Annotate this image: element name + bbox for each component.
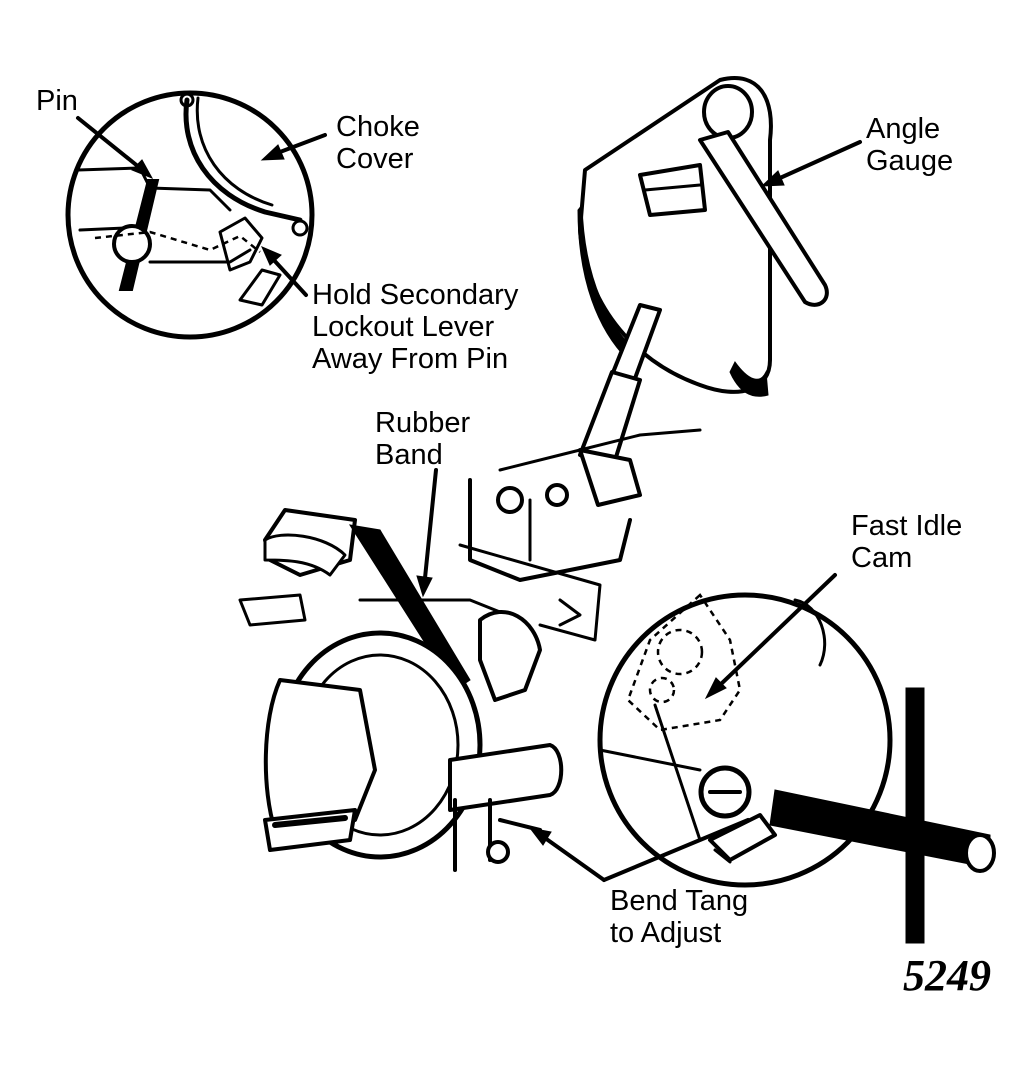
figure-number: 5249 bbox=[903, 951, 991, 1000]
label-choke-cover: Choke Cover bbox=[336, 111, 428, 175]
label-pin: Pin bbox=[36, 85, 78, 117]
label-bend-tang: Bend Tang to Adjust bbox=[610, 885, 756, 949]
gauge-rod-tool bbox=[769, 687, 996, 944]
label-angle-gauge: Angle Gauge bbox=[866, 113, 953, 177]
choke-detail-inset bbox=[65, 90, 315, 340]
fast-idle-cam-inset bbox=[597, 592, 893, 888]
label-fast-idle-cam: Fast Idle Cam bbox=[851, 510, 970, 574]
angle-gauge bbox=[577, 76, 829, 507]
carburetor-body bbox=[238, 428, 702, 702]
choke-housing bbox=[263, 630, 564, 872]
label-rubber-band: Rubber Band bbox=[375, 407, 478, 471]
label-hold-secondary-lockout: Hold Secondary Lockout Lever Away From P… bbox=[312, 279, 526, 375]
leader-lines bbox=[76, 116, 862, 882]
